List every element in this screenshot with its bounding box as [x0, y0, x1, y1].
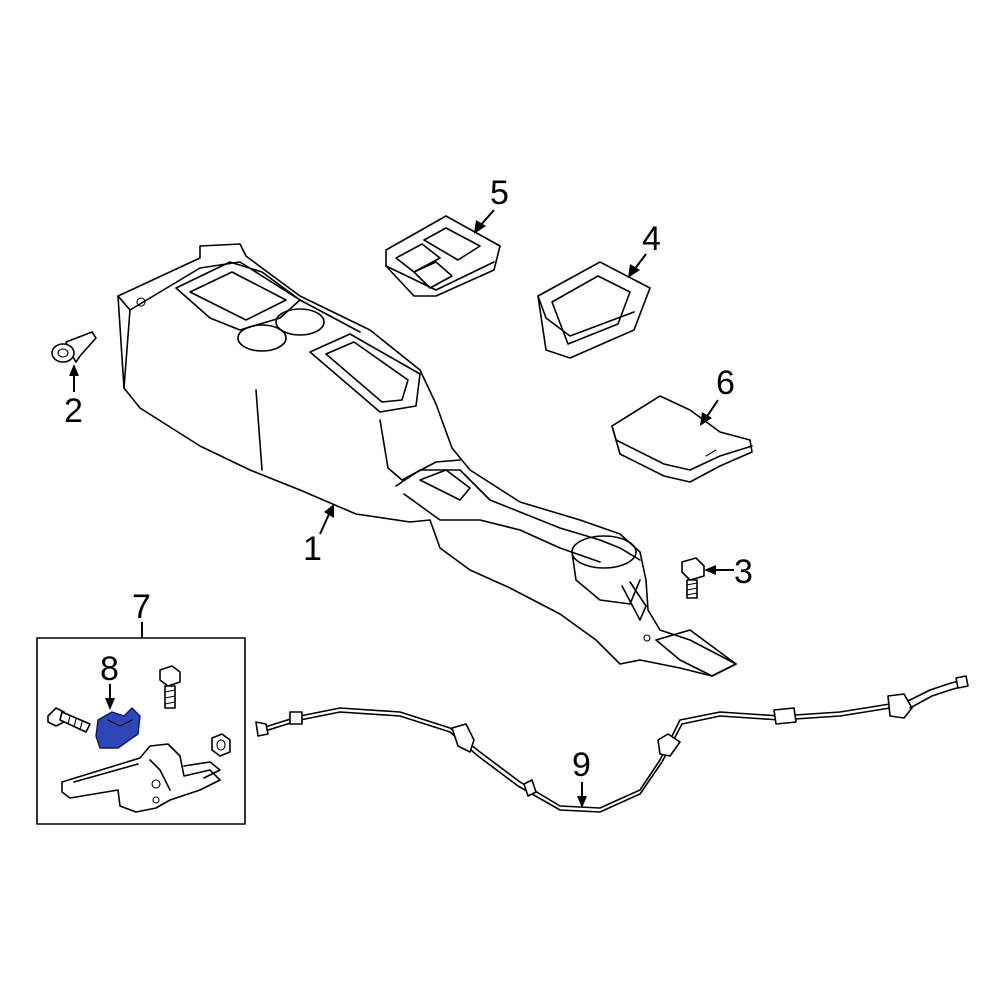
brake-lever-part[interactable]	[61, 743, 221, 813]
storage-tray-part[interactable]	[537, 261, 651, 359]
armrest-pad-part[interactable]	[611, 395, 753, 483]
push-clip-part[interactable]	[51, 331, 97, 363]
callout-1-label: 1	[303, 530, 322, 568]
bolt-part[interactable]	[681, 557, 705, 599]
callout-2-label: 2	[64, 392, 83, 430]
callout-5-label: 5	[490, 174, 509, 212]
bracket-part-highlighted[interactable]	[95, 707, 141, 749]
lever-bolt-part[interactable]	[159, 665, 181, 709]
nut-part[interactable]	[211, 733, 231, 757]
callout-6-label: 6	[716, 364, 735, 402]
callout-3-label: 3	[734, 553, 753, 591]
center-console-part[interactable]	[117, 243, 737, 677]
side-bolt-part[interactable]	[47, 707, 91, 733]
callout-7-label: 7	[132, 588, 151, 626]
callout-9-label: 9	[572, 746, 591, 784]
callout-4-label: 4	[642, 220, 661, 258]
brake-cable-part[interactable]	[255, 675, 969, 813]
callout-arrows	[69, 209, 734, 808]
callout-8-label: 8	[100, 650, 119, 688]
parking-brake-assembly-box[interactable]	[36, 637, 246, 825]
cupholder-insert-part[interactable]	[385, 215, 501, 297]
